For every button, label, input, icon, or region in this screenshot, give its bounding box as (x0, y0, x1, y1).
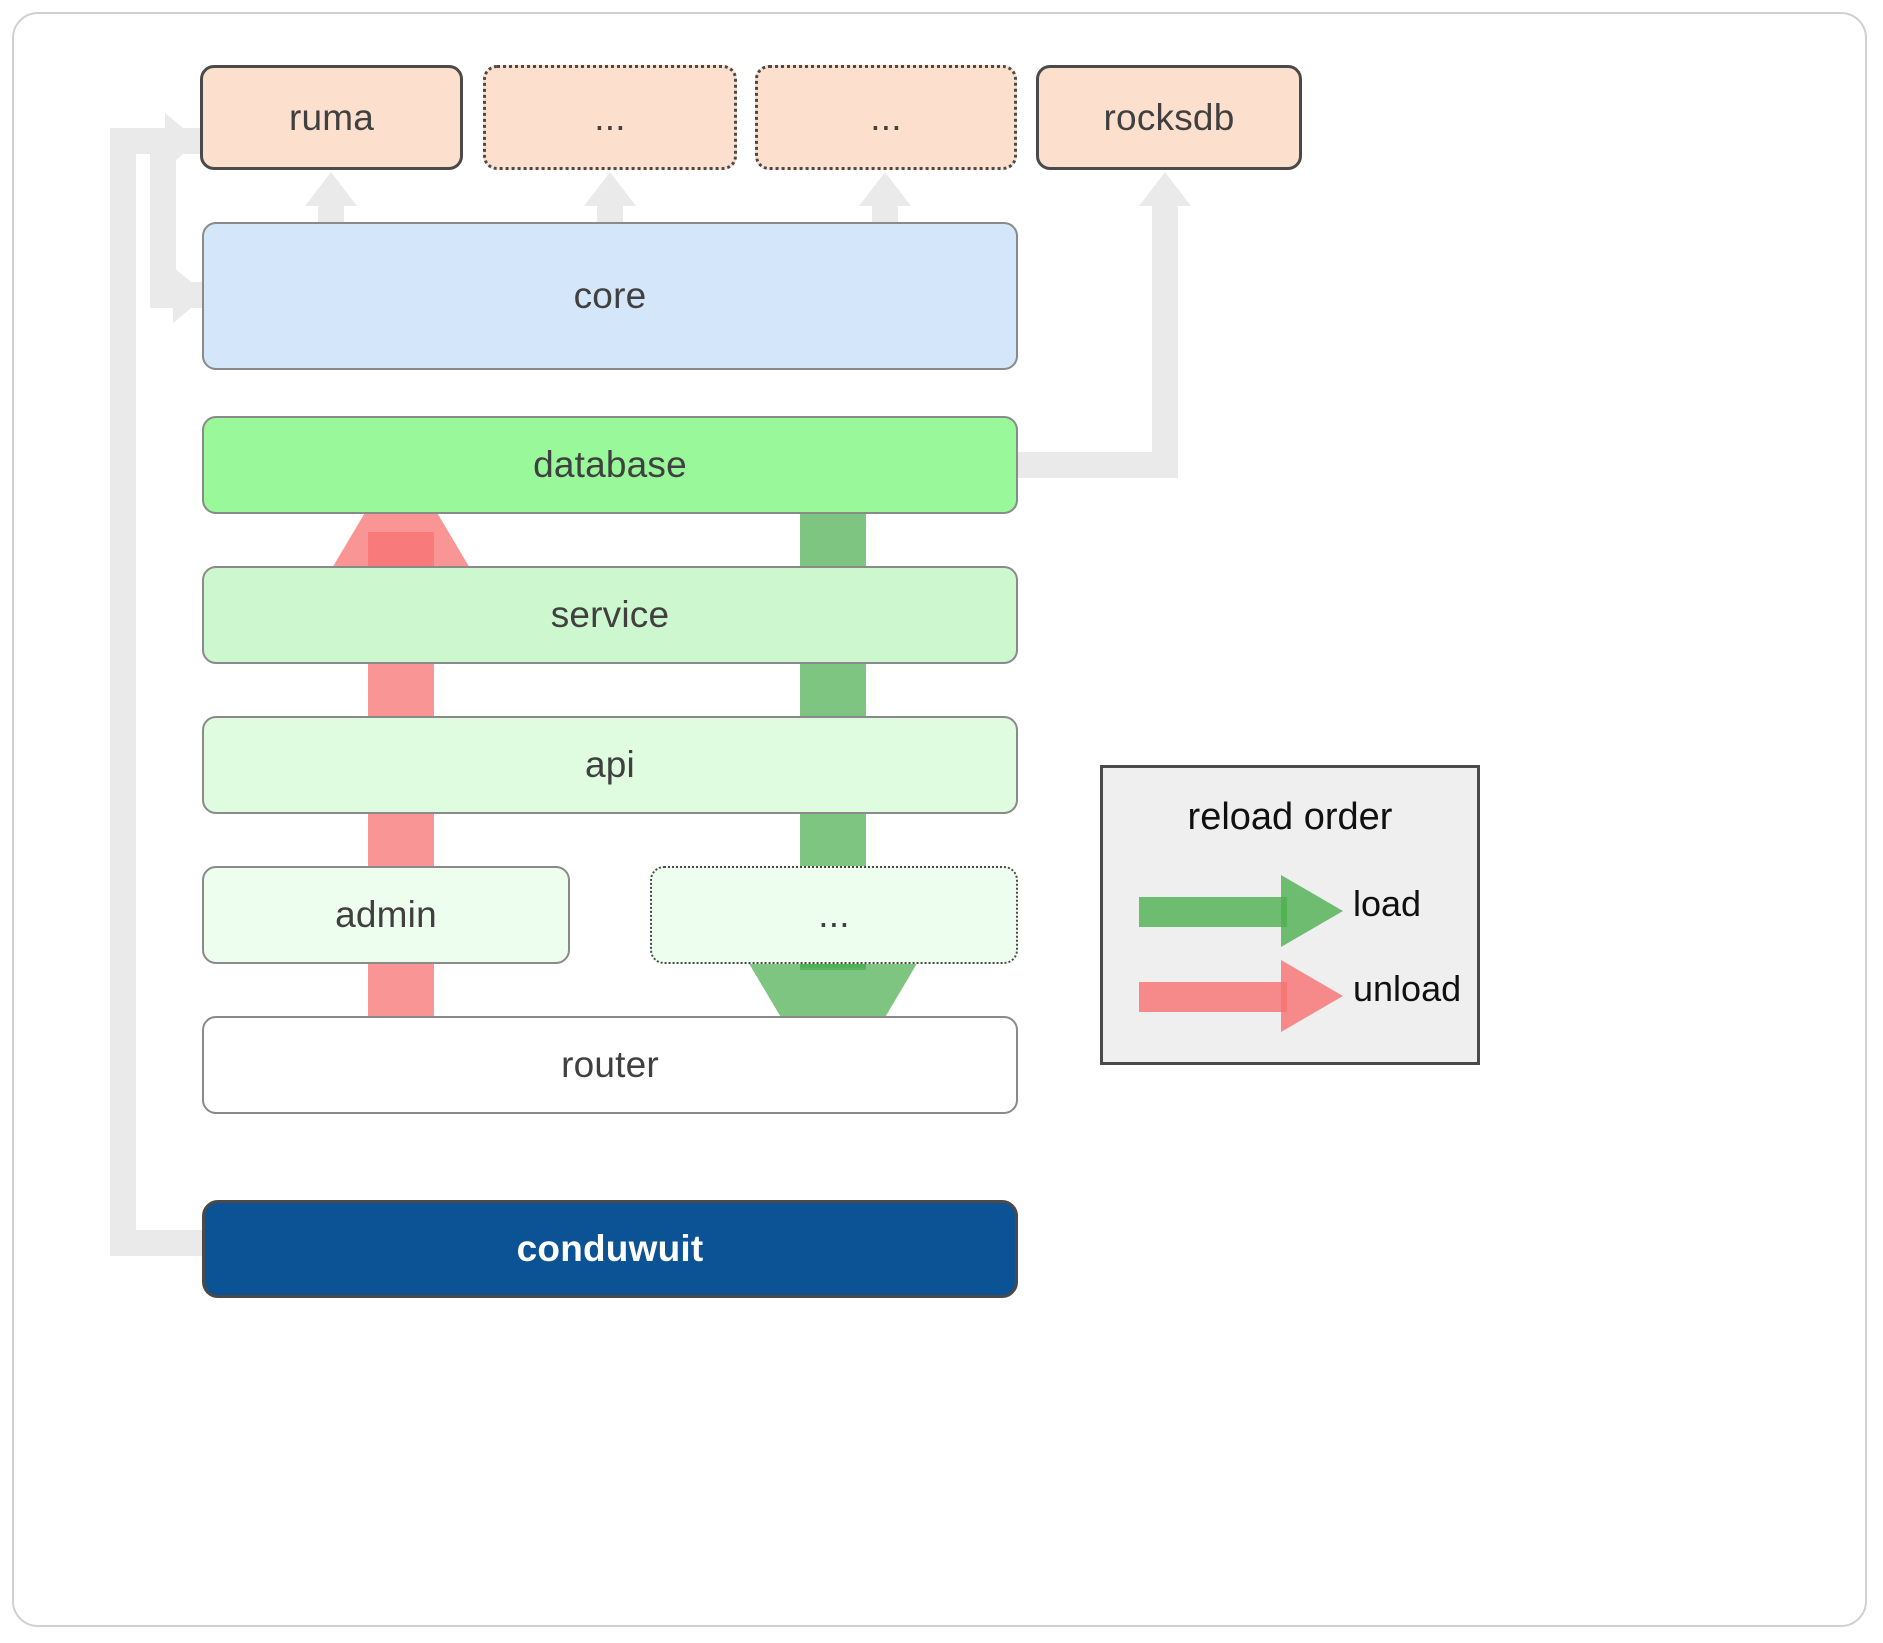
node-ext-dots-2[interactable]: ... (755, 65, 1017, 170)
node-layer-dots[interactable]: ... (650, 866, 1018, 964)
legend-unload-arrow-shaft (1139, 982, 1287, 1012)
node-api[interactable]: api (202, 716, 1018, 814)
legend-load-arrow-shaft (1139, 897, 1287, 927)
connector-trunk-vertical (110, 128, 136, 1256)
node-label: core (573, 275, 647, 316)
legend-title: reload order (1187, 796, 1393, 838)
legend-item-unload: unload (1103, 958, 1477, 1032)
legend-load-arrow-head (1281, 875, 1343, 947)
node-core[interactable]: core (202, 222, 1018, 370)
node-label: database (533, 444, 687, 485)
node-label: conduwuit (516, 1228, 704, 1269)
node-router[interactable]: router (202, 1016, 1018, 1114)
legend-unload-arrow-head (1281, 960, 1343, 1032)
legend-load-label: load (1353, 883, 1422, 924)
node-label: ... (870, 96, 902, 138)
node-label: admin (335, 894, 437, 935)
connector-arrow-up-dots2 (859, 172, 911, 206)
node-label: ... (818, 894, 850, 935)
node-label: router (561, 1044, 659, 1085)
connector-db-rocksdb-vertical (1152, 200, 1178, 478)
node-admin[interactable]: admin (202, 866, 570, 964)
node-label: ruma (288, 96, 375, 138)
node-label: service (550, 594, 670, 635)
connector-arrow-up-dots1 (584, 172, 636, 206)
legend-item-load: load (1103, 873, 1477, 947)
node-ruma[interactable]: ruma (200, 65, 463, 170)
connector-arrow-core (173, 267, 207, 323)
connector-arrow-up-rocksdb (1139, 172, 1191, 206)
legend-panel: reload order load unload (1100, 765, 1480, 1065)
node-database[interactable]: database (202, 416, 1018, 514)
connector-riser-core (150, 140, 176, 308)
connector-arrow-up-ruma (305, 172, 357, 206)
node-conduwuit[interactable]: conduwuit (202, 1200, 1018, 1298)
node-label: ... (594, 96, 626, 138)
node-rocksdb[interactable]: rocksdb (1036, 65, 1302, 170)
node-ext-dots-1[interactable]: ... (483, 65, 737, 170)
node-service[interactable]: service (202, 566, 1018, 664)
connector-db-rocksdb-horizontal (1018, 452, 1170, 478)
legend-unload-label: unload (1353, 968, 1462, 1009)
node-label: api (585, 744, 635, 785)
node-label: rocksdb (1103, 96, 1235, 138)
